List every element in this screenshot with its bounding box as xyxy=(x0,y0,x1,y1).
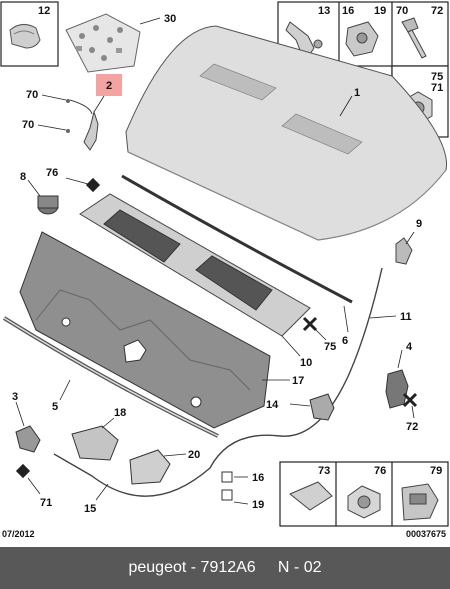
callout-19: 19 xyxy=(374,5,386,17)
callout-3: 3 xyxy=(12,391,18,403)
callout-16: 16 xyxy=(342,5,354,17)
callout-11: 11 xyxy=(400,311,412,323)
part-11-release-cable xyxy=(53,267,383,497)
callout-19b: 19 xyxy=(252,499,264,511)
callout-72b: 72 xyxy=(406,421,418,433)
callout-1: 1 xyxy=(354,87,360,99)
callout-20: 20 xyxy=(188,449,200,461)
part-72-marker xyxy=(402,392,418,408)
callout-30: 30 xyxy=(164,13,176,25)
part-18-bracket-icon xyxy=(71,425,119,461)
callout-18: 18 xyxy=(114,407,126,419)
callout-79: 79 xyxy=(430,465,442,477)
part-16-box xyxy=(221,471,233,483)
part-17-scuttle-panel xyxy=(19,231,271,429)
callout-73: 73 xyxy=(318,465,330,477)
part-9-latch-icon xyxy=(395,237,413,265)
callout-6: 6 xyxy=(342,335,348,347)
callout-13: 13 xyxy=(318,5,330,17)
part-70-screw-icon xyxy=(401,17,427,59)
callout-16b: 16 xyxy=(252,472,264,484)
part-76-nut-icon xyxy=(347,485,381,519)
part-6-seal xyxy=(121,174,353,304)
callout-2-highlight xyxy=(96,74,122,96)
part-16-nut-clip-icon xyxy=(345,21,379,57)
callout-71b: 71 xyxy=(40,497,52,509)
callout-75b: 75 xyxy=(324,341,336,353)
part-79-clip-icon xyxy=(401,483,439,521)
part-14-guide-icon xyxy=(309,393,335,421)
callout-2: 2 xyxy=(106,80,112,92)
part-12-clip-icon xyxy=(9,24,41,49)
footer-bar: peugeot - 7912A6 N - 02 xyxy=(0,547,450,589)
callout-76b: 76 xyxy=(374,465,386,477)
callout-71: 71 xyxy=(431,82,443,94)
callout-76: 76 xyxy=(46,167,58,179)
part-4-lock-icon xyxy=(385,369,409,409)
diagram-reference: 00037675 xyxy=(405,529,446,539)
part-1-hood xyxy=(125,25,448,241)
part-76-marker xyxy=(85,177,101,193)
callout-14: 14 xyxy=(266,399,279,411)
callout-17: 17 xyxy=(292,375,304,387)
part-5-strip xyxy=(2,316,219,438)
part-10-cowl-grille xyxy=(79,193,311,337)
callout-10: 10 xyxy=(300,357,312,369)
diagram-date: 07/2012 xyxy=(2,529,35,539)
footer-caption: peugeot - 7912A6 N - 02 xyxy=(128,559,322,576)
callout-70a: 70 xyxy=(26,89,38,101)
callout-8: 8 xyxy=(20,171,26,183)
callout-72: 72 xyxy=(431,5,443,17)
part-2-rod-icon xyxy=(69,99,99,151)
part-19-box xyxy=(221,489,233,501)
part-73-clip-icon xyxy=(289,481,333,511)
callout-9: 9 xyxy=(416,218,422,230)
part-30-fastener-kit-icon xyxy=(65,13,141,73)
part-13-clip-icon xyxy=(285,21,323,55)
part-8-bumper-icon xyxy=(37,195,59,215)
callout-75: 75 xyxy=(431,71,443,83)
part-3-handle-icon xyxy=(15,425,41,453)
callout-12: 12 xyxy=(38,5,50,17)
callout-4: 4 xyxy=(406,341,413,353)
callout-15: 15 xyxy=(84,503,96,515)
part-75-marker xyxy=(302,316,318,332)
callout-70c: 70 xyxy=(396,5,408,17)
callout-70b: 70 xyxy=(22,119,34,131)
part-20-bracket-icon xyxy=(129,449,171,485)
part-71-marker xyxy=(15,463,31,479)
parts-diagram: 12 30 2 70 70 13 16 19 70 72 75 71 xyxy=(0,1,449,527)
callout-5: 5 xyxy=(52,401,58,413)
